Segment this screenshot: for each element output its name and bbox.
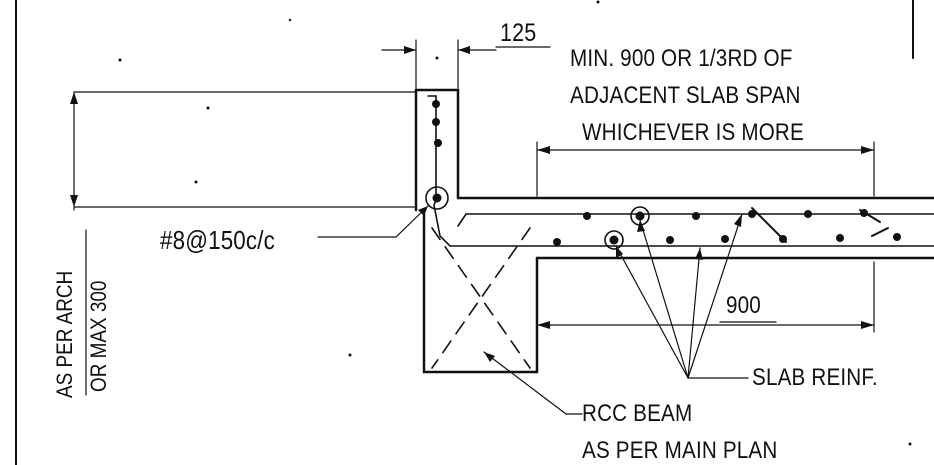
arrowhead <box>695 248 703 260</box>
arrowhead <box>418 206 428 216</box>
rcc-beam-label: RCC BEAM <box>582 400 693 427</box>
bar-spec-label: #8@150c/c <box>160 225 275 255</box>
rcc-beam-leader <box>484 352 582 414</box>
as-per-arch-label: AS PER ARCH <box>52 270 77 398</box>
rebar-dot <box>779 235 787 243</box>
arrowhead <box>537 146 550 154</box>
rebar-dot <box>692 212 700 220</box>
arrowhead <box>458 46 470 54</box>
dim-125-label: 125 <box>500 19 537 47</box>
as-per-main-plan-label: AS PER MAIN PLAN <box>582 437 778 464</box>
rebar-dot <box>893 233 901 241</box>
arrowhead <box>404 46 416 54</box>
arrowhead <box>70 195 78 207</box>
slab-leader-2 <box>640 220 688 378</box>
dim-900-label: 900 <box>726 292 761 319</box>
scan-speck <box>288 18 292 22</box>
arrowhead <box>861 146 874 154</box>
bar-spec-leader <box>318 206 428 237</box>
rebar-dot <box>432 118 440 126</box>
beam-corner-bar-ring <box>426 187 448 209</box>
arrowhead <box>637 220 645 232</box>
slab-leader-4 <box>688 214 742 378</box>
arrowhead <box>484 352 495 362</box>
or-max-300-label: OR MAX 300 <box>86 280 111 392</box>
rebar-dot <box>748 210 756 218</box>
arrowhead <box>616 246 623 258</box>
min-900-note-line-3: WHICHEVER IS MORE <box>582 119 804 146</box>
scan-speck <box>908 442 912 446</box>
scan-speck <box>348 353 352 357</box>
slab-hatch-3 <box>872 228 888 236</box>
rebar-dot <box>583 212 591 220</box>
slab-reinf-label: SLAB REINF. <box>752 364 878 391</box>
rebar-dot <box>666 236 674 244</box>
beam-cross-line-2 <box>432 228 530 368</box>
scan-speck <box>435 56 439 60</box>
rebar-dots <box>118 0 912 446</box>
arrowhead <box>537 321 550 329</box>
slab-leader-1 <box>616 246 688 378</box>
beam-cross-line-1 <box>432 228 530 368</box>
rebar-dot <box>609 235 619 245</box>
beam-outline <box>424 210 537 372</box>
scan-speck <box>206 106 210 110</box>
scan-speck <box>596 0 600 4</box>
rebar-dot <box>553 238 561 246</box>
rebar-dot <box>635 211 645 221</box>
scan-speck <box>194 180 198 184</box>
scan-speck <box>118 58 122 62</box>
rebar-dot <box>434 139 442 147</box>
arrowhead <box>734 214 742 227</box>
rebar-dot <box>836 234 844 242</box>
parapet-outline <box>416 90 458 198</box>
main-rebar <box>428 96 934 246</box>
min-900-note-line-1: MIN. 900 OR 1/3RD OF <box>570 45 793 72</box>
rebar-dot <box>721 235 729 243</box>
slab-leader-3 <box>688 248 700 378</box>
rebar-dot <box>860 209 868 217</box>
arrowhead <box>861 321 874 329</box>
rebar-dot <box>432 193 442 203</box>
top-rebar <box>458 214 934 226</box>
min-900-note-line-2: ADJACENT SLAB SPAN <box>570 82 801 109</box>
arrowhead <box>70 92 78 104</box>
slab-bottom-bar-ring <box>605 231 623 249</box>
rebar-dot <box>432 100 440 108</box>
rebar-dot <box>804 210 812 218</box>
